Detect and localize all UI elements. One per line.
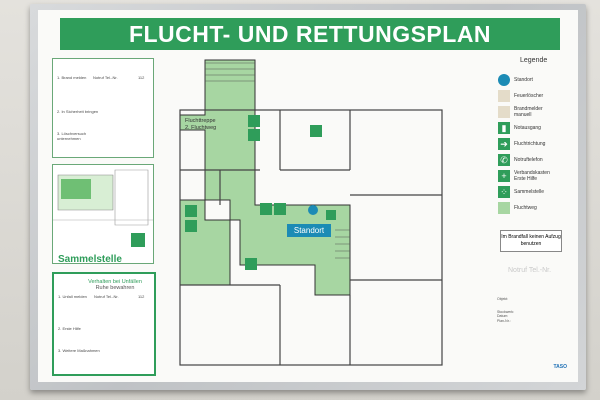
- site-map-panel: [52, 164, 154, 264]
- escape-direction-icon: [248, 129, 260, 141]
- escape-arrow-left-icon: [185, 205, 197, 217]
- brandmelder-manuell-icon: [498, 106, 510, 118]
- standort-dot: [308, 205, 318, 215]
- info-objekt: Objekt:: [497, 297, 509, 301]
- unfall-notruf-label: Notruf Tel.-Nr.: [94, 294, 119, 299]
- legend-item: Fluchtweg: [498, 202, 556, 214]
- brandfall-instructions-panel: 1. Brand melden Notruf Tel.-Nr. 112 2. I…: [52, 58, 154, 158]
- plan-info-block: Objekt: Stockwerk: Datum: Plan-Nr.: TASO: [497, 297, 567, 369]
- staircase-label: Fluchttreppe 2. Fluchtweg: [185, 118, 216, 132]
- standort-icon: [498, 74, 510, 86]
- info-stockwerk: Stockwerk:: [497, 309, 515, 314]
- fluchtrichtung-icon: ➔: [498, 138, 510, 150]
- legend-item: ⁘ Sammelstelle: [498, 186, 556, 198]
- exit-sign-icon: [326, 210, 336, 220]
- sammelstelle-label: Sammelstelle: [58, 254, 122, 265]
- legend-item: ▮ Notausgang: [498, 122, 556, 134]
- legend-item-label: Sammelstelle: [514, 189, 545, 195]
- unfall-title: Verhalten bei Unfällen Ruhe bewahren: [80, 279, 150, 291]
- emergency-exit-icon: [248, 115, 260, 127]
- staircase-label-line2: 2. Fluchtweg: [185, 125, 217, 131]
- fluchtweg-icon: [498, 202, 510, 214]
- notausgang-icon: ▮: [498, 122, 510, 134]
- legend-item: + Verbandskasten Erste Hilfe: [498, 170, 556, 182]
- unfall-instructions-panel: 1. Unfall melden Notruf Tel.-Nr. 112 2. …: [52, 272, 156, 376]
- building-outline: [179, 109, 443, 366]
- room-walls: [180, 110, 442, 365]
- brandfall-notruf-label: Notruf Tel.-Nr.: [93, 75, 118, 80]
- site-map-drawing: [53, 169, 153, 247]
- standort-label: Standort: [287, 224, 331, 237]
- info-datum: Datum:: [497, 314, 509, 318]
- legend-item: ➔ Fluchtrichtung: [498, 138, 556, 150]
- escape-arrow-left-icon-2: [260, 203, 272, 215]
- floor-plan: [179, 59, 443, 366]
- unfall-step2-label: 2. Erste Hilfe: [58, 326, 81, 331]
- legend-item-label: Notausgang: [514, 125, 541, 131]
- staircase-steps: [205, 62, 350, 259]
- legend-item-label: Feuerlöscher: [514, 93, 544, 99]
- legend-title: Legende: [520, 57, 548, 64]
- notruftelefon-icon: ✆: [498, 154, 510, 166]
- legend-item: Standort: [498, 74, 556, 86]
- legend-item-label: Brandmelder manuell: [514, 106, 543, 118]
- legend-item-label: Notruftelefon: [514, 157, 543, 163]
- unfall-notruf-number: 112: [138, 294, 145, 299]
- unfall-step1-label: 1. Unfall melden: [58, 294, 87, 299]
- aufzug-warning: Im Brandfall keinen Aufzug benutzen: [500, 230, 562, 252]
- unfall-title-line2: Ruhe bewahren: [95, 285, 135, 291]
- unfall-title-line1: Verhalten bei Unfällen: [88, 279, 142, 285]
- escape-route-area: [179, 59, 351, 296]
- unfall-step3-label: 3. Weitere Maßnahmen: [58, 348, 100, 353]
- first-aid-icon: [245, 258, 257, 270]
- notruf-faint-label: Notruf Tel.-Nr.: [508, 267, 552, 274]
- brandfall-step1-label: 1. Brand melden: [57, 75, 87, 80]
- legend-item: Feuerlöscher: [498, 90, 556, 102]
- legend-item: Brandmelder manuell: [498, 106, 556, 118]
- legend-item: ✆ Notruftelefon: [498, 154, 556, 166]
- plan-title: FLUCHT- UND RETTUNGSPLAN: [128, 20, 492, 47]
- staircase-label-line1: Fluchttreppe: [185, 118, 216, 124]
- legend-item-label: Fluchtrichtung: [514, 141, 546, 147]
- legend-item-label: Fluchtweg: [514, 205, 537, 211]
- legend-item-label: Standort: [514, 77, 533, 83]
- brandfall-step3-label: 3. Löschversuch unternehmen: [57, 131, 87, 141]
- info-plan-nr: Plan-Nr.:: [497, 318, 511, 323]
- plan-title-bar: FLUCHT- UND RETTUNGSPLAN: [60, 18, 560, 50]
- emergency-phone-icon: [310, 125, 322, 137]
- escape-arrow-down-icon: [185, 220, 197, 232]
- brandfall-notruf-number: 112: [138, 75, 145, 80]
- feuerlöscher-icon: [498, 90, 510, 102]
- escape-arrow-right-icon: [274, 203, 286, 215]
- brand-logo: TASO: [553, 363, 567, 370]
- brandfall-step2-label: 2. In Sicherheit bringen: [57, 109, 99, 114]
- sammelstelle-icon: ⁘: [498, 186, 510, 198]
- legend-item-label: Verbandskasten Erste Hilfe: [514, 170, 550, 182]
- verbandskasten-erste-hilfe-icon: +: [498, 170, 510, 182]
